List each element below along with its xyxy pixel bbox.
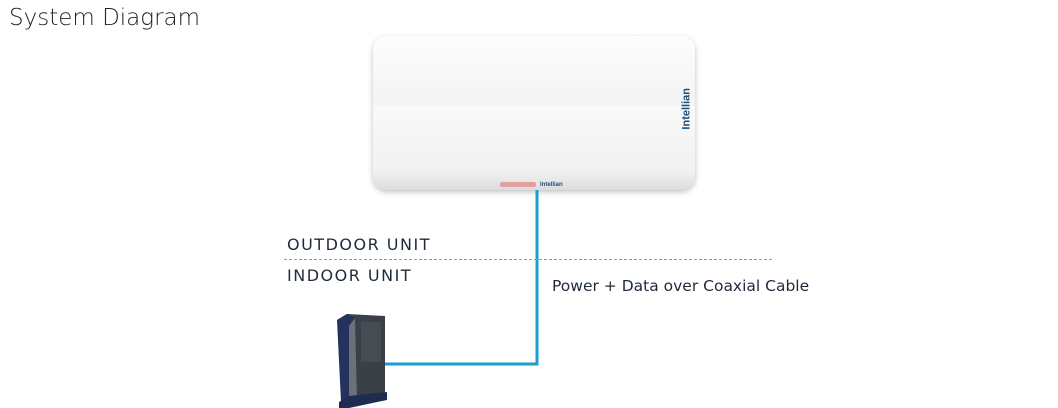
unit-divider bbox=[284, 259, 772, 260]
indoor-unit-label: INDOOR UNIT bbox=[287, 266, 413, 285]
indoor-modem-unit bbox=[337, 314, 387, 408]
antenna-certification-badge bbox=[500, 182, 536, 187]
outdoor-unit-label: OUTDOOR UNIT bbox=[287, 235, 431, 254]
antenna-brand-logo-bottom: Intellian bbox=[540, 182, 563, 188]
outdoor-antenna-unit: Intellian Intellian bbox=[373, 36, 695, 190]
page-title: System Diagram bbox=[9, 5, 201, 31]
cable-description: Power + Data over Coaxial Cable bbox=[552, 277, 810, 295]
